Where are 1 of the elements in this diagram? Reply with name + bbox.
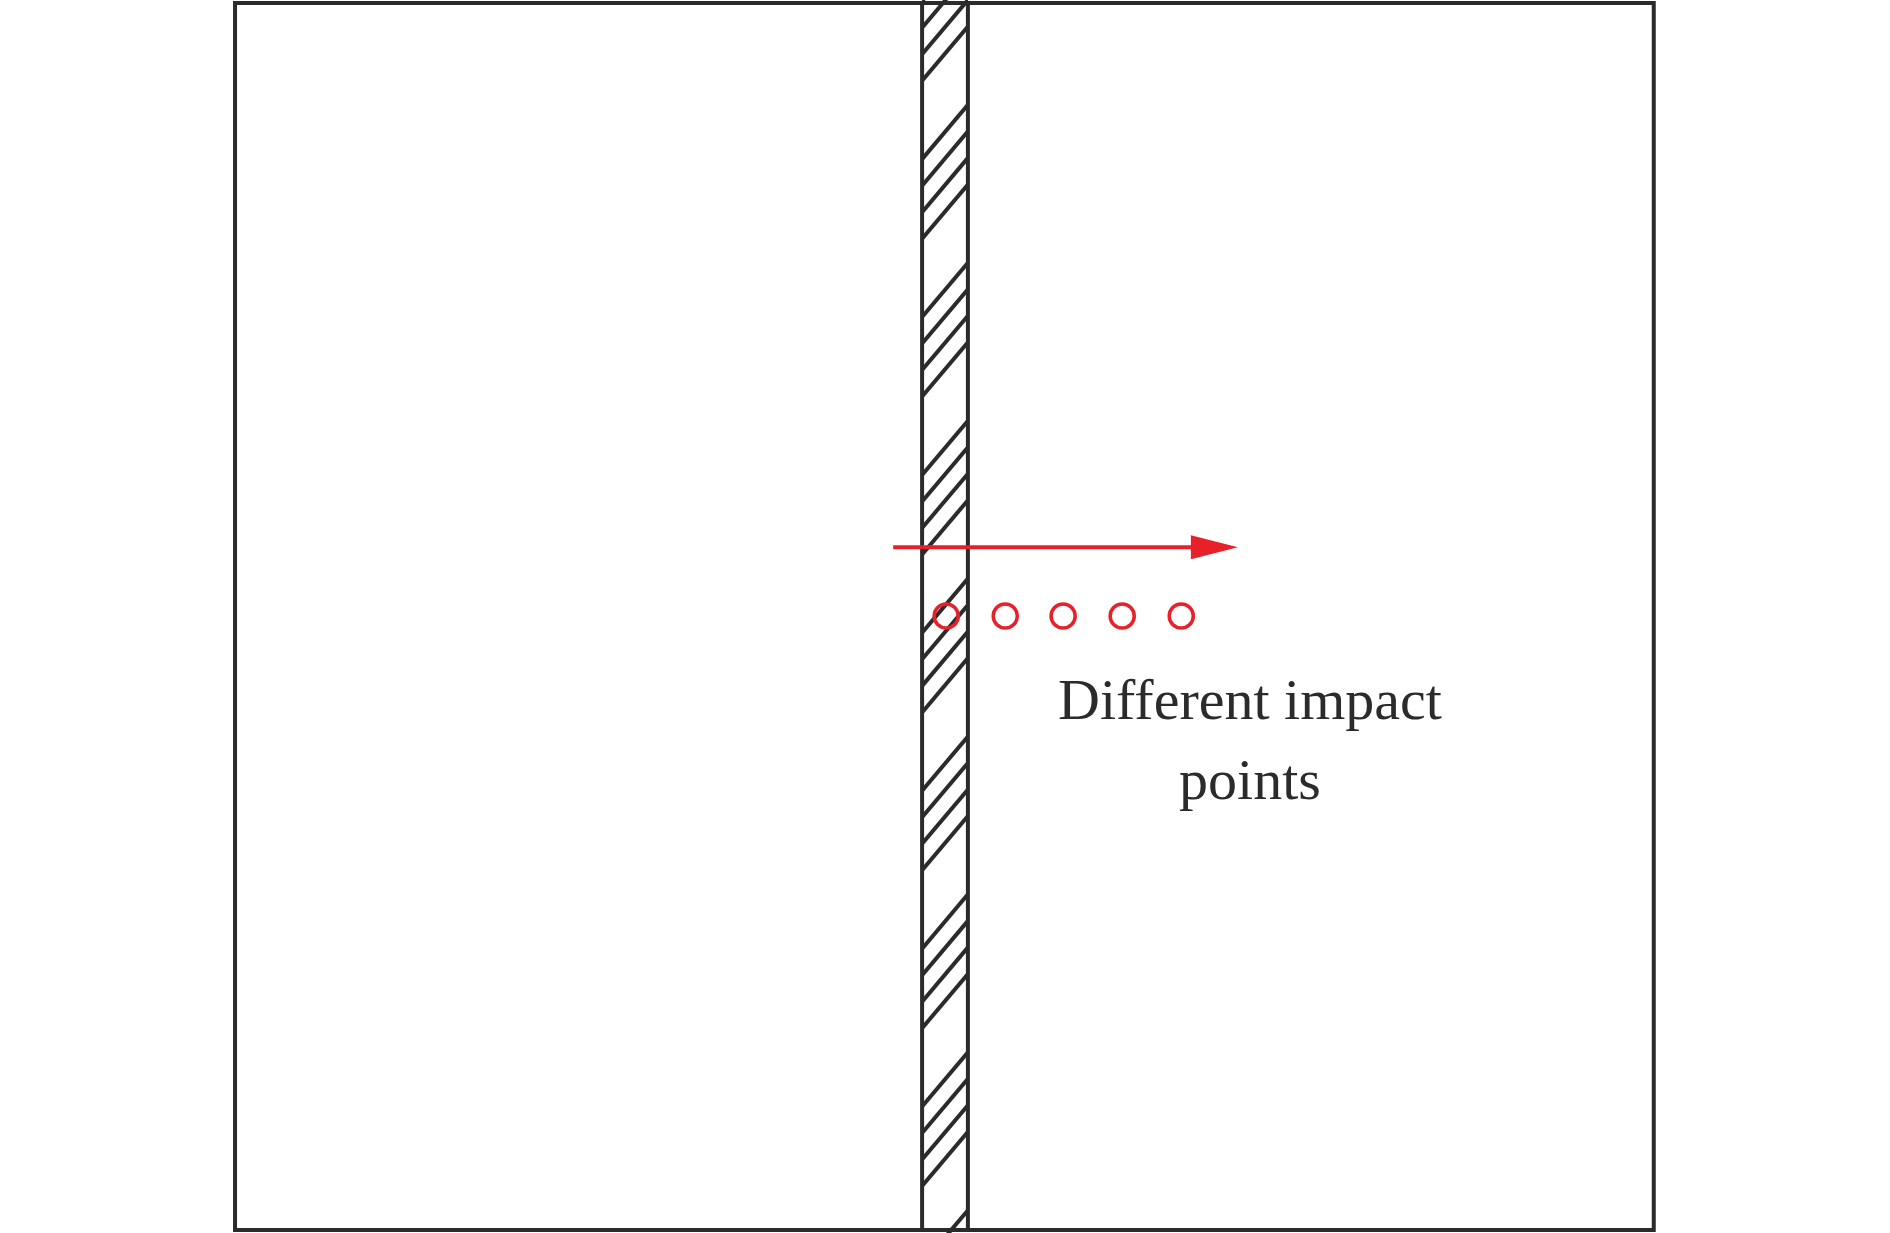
annotation-text: Different impact points: [1057, 666, 1443, 814]
